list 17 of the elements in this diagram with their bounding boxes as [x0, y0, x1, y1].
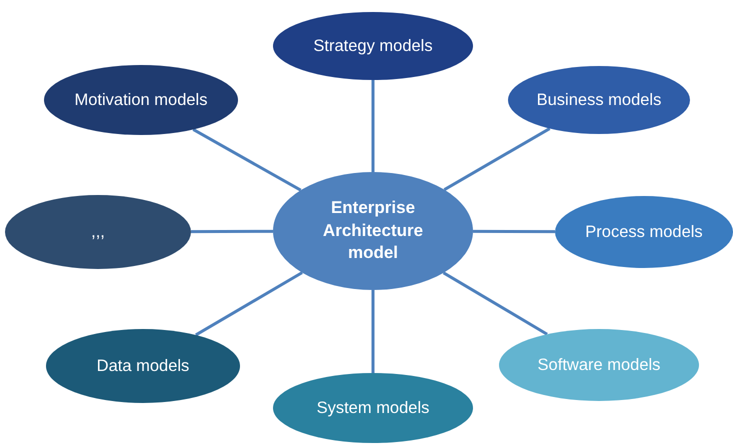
node-label: System models [316, 398, 430, 419]
connector-line [372, 290, 374, 373]
node-label: Data models [96, 356, 190, 377]
connector-line [444, 127, 550, 191]
node-label: ,,, [91, 222, 105, 243]
node-label: Business models [536, 90, 662, 111]
node-label: Motivation models [74, 90, 208, 111]
node-label: Enterprise Architecture model [322, 196, 424, 264]
connector-line [372, 80, 374, 172]
node-label: Strategy models [313, 36, 433, 57]
connector-line [473, 230, 556, 234]
connector-line [192, 128, 302, 192]
connector-line [190, 230, 273, 234]
connector-line [442, 272, 548, 336]
node-label: Software models [538, 354, 660, 376]
node-label: Process models [585, 222, 703, 243]
connector-line [195, 271, 303, 336]
